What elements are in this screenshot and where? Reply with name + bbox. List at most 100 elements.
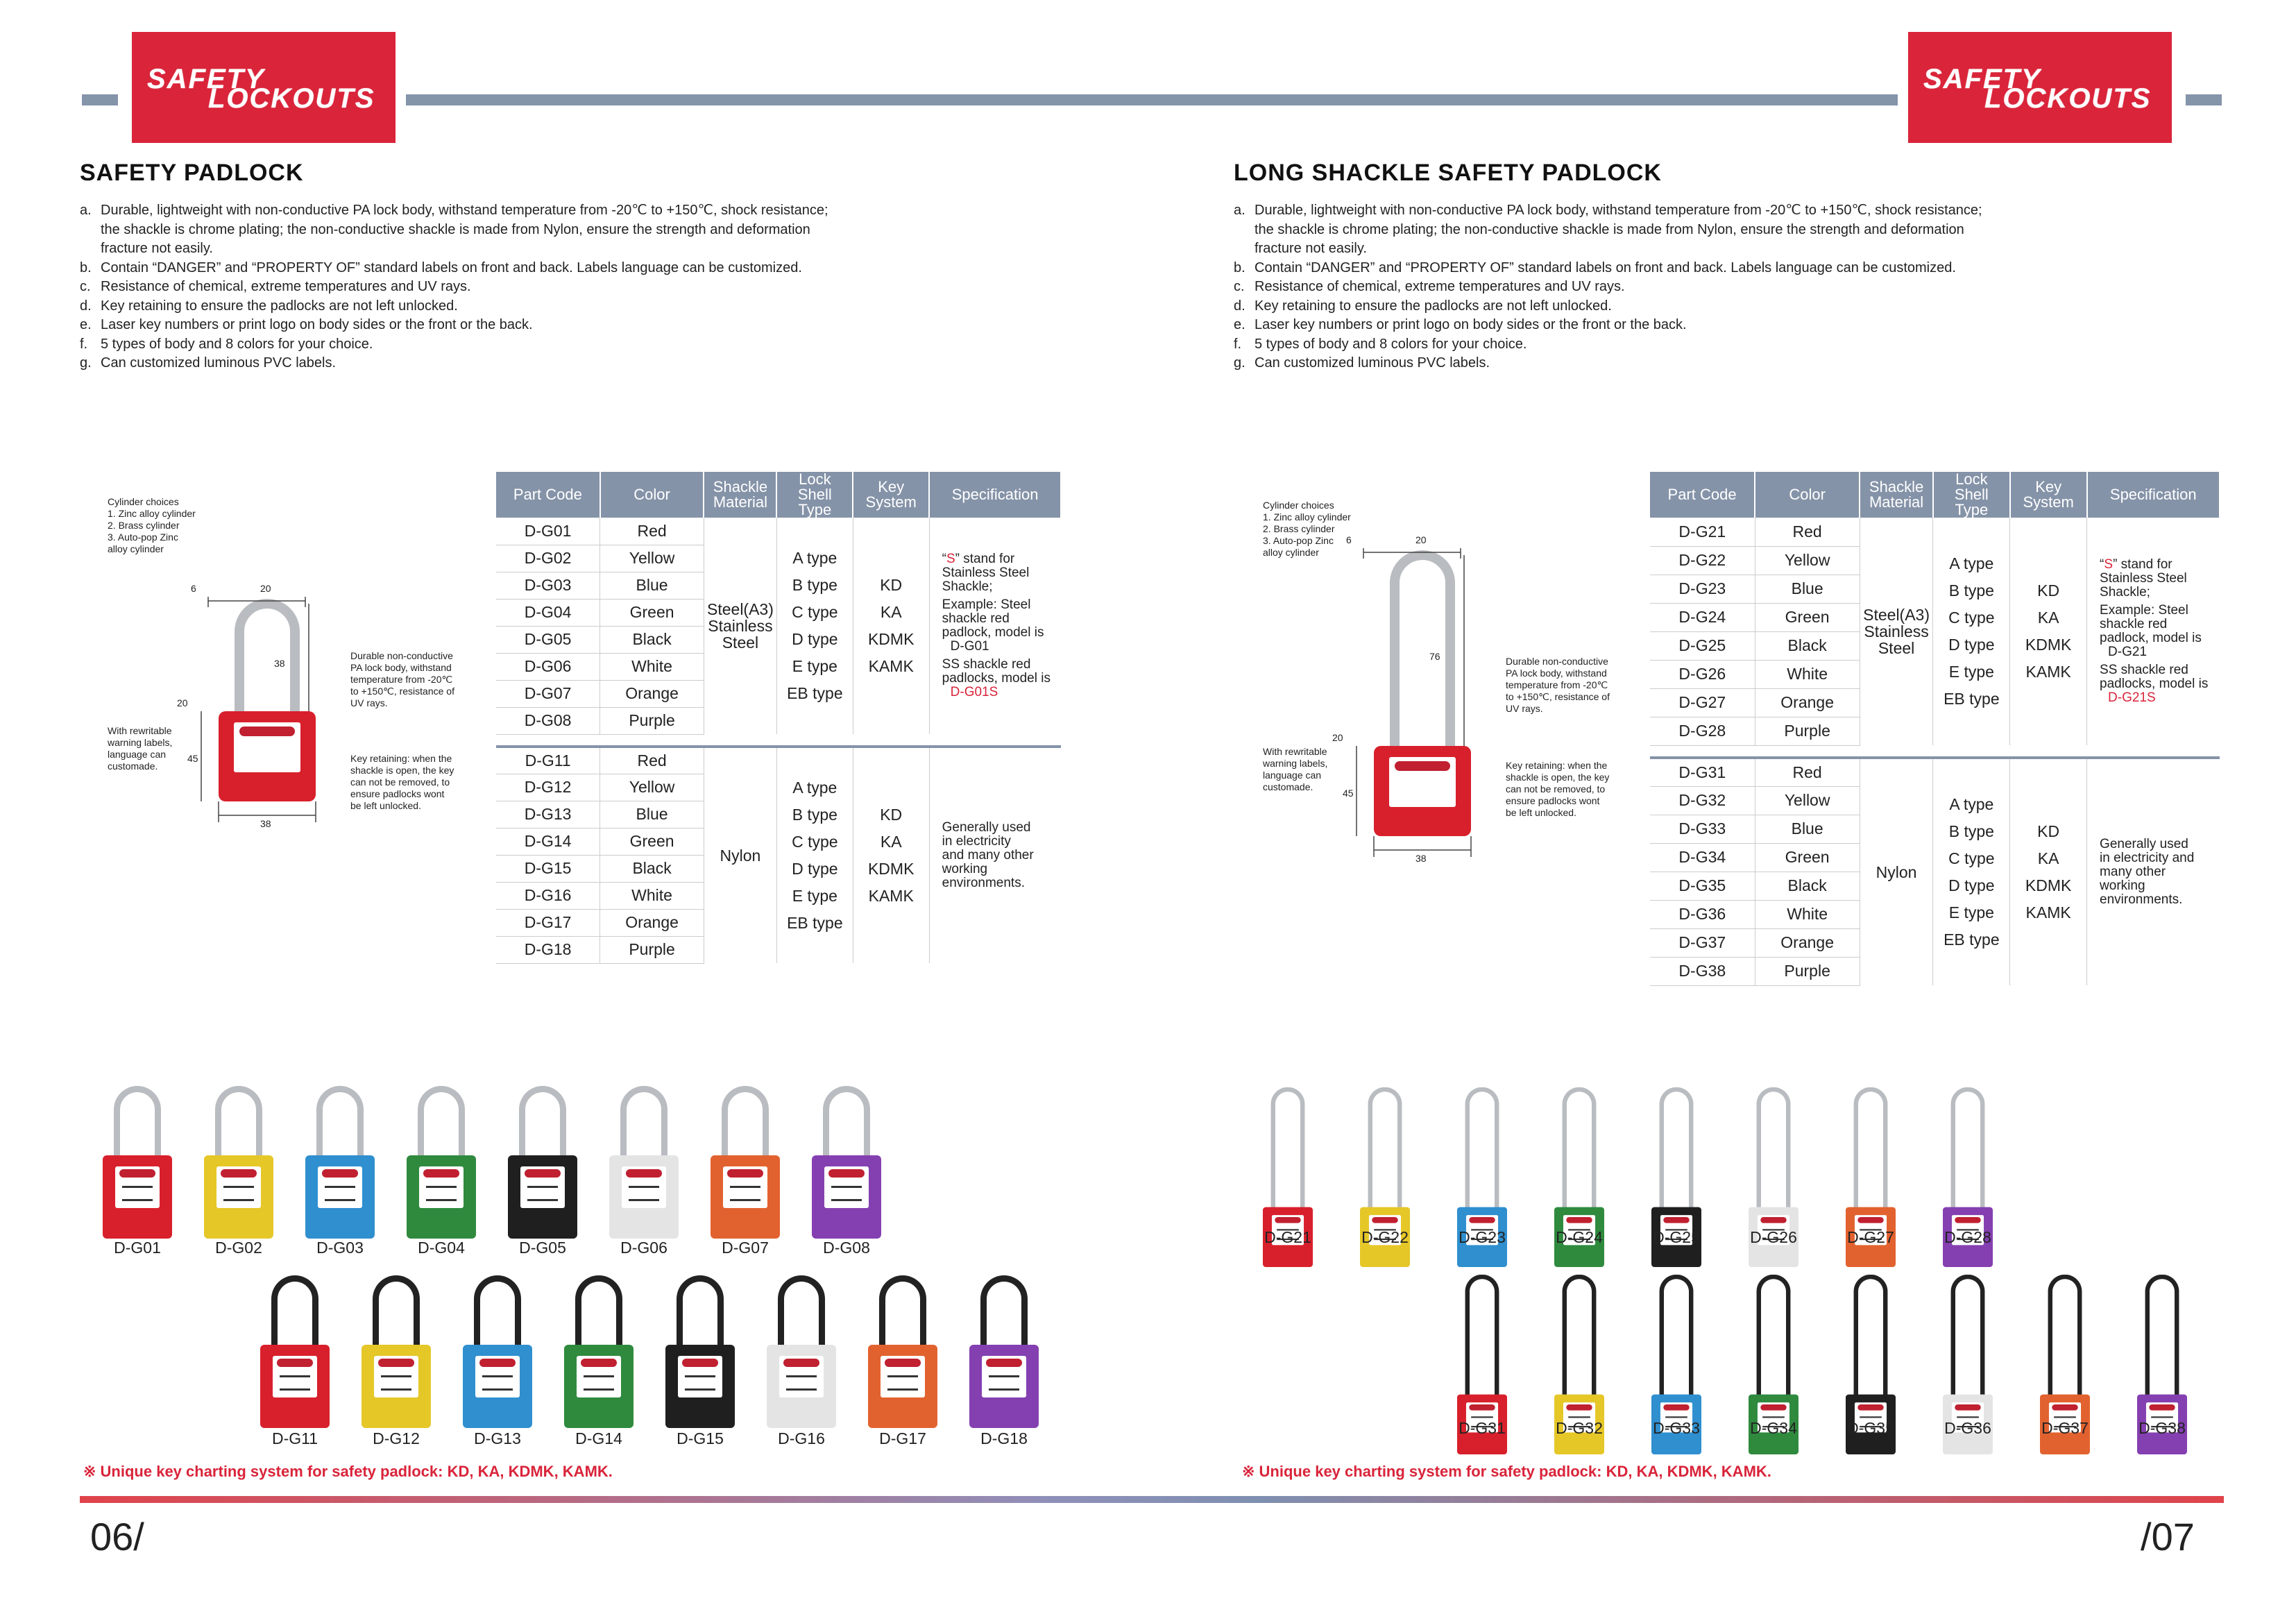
color-cell: Black: [1755, 872, 1860, 901]
padlock-blue: [305, 1086, 375, 1239]
product-caption: D-G18: [980, 1429, 1028, 1447]
product-caption: D-G31: [1459, 1419, 1506, 1437]
padlock-purple: [2137, 1274, 2187, 1454]
color-cell: White: [599, 653, 704, 681]
feature-text: Contain “DANGER” and “PROPERTY OF” stand…: [1255, 260, 1956, 275]
table-header-1: Color: [1755, 472, 1861, 518]
brand-logo-right: SAFETY LOCKOUTS: [1908, 32, 2172, 143]
dimension-label: 45: [1343, 788, 1354, 799]
shackle: [620, 1086, 667, 1190]
feature-item: b.Contain “DANGER” and “PROPERTY OF” sta…: [1234, 259, 2136, 278]
key-system: KA: [880, 603, 902, 621]
spec-line: Generally used: [942, 820, 1031, 835]
key-note-line: be left unlocked.: [1506, 807, 1576, 818]
part-code: D-G01: [496, 518, 601, 545]
padlock-green: [1749, 1274, 1798, 1454]
spec-line: Stainless Steel: [942, 566, 1030, 580]
danger-label: [374, 1356, 418, 1397]
shackle: [980, 1275, 1028, 1379]
dimension-label: 38: [260, 818, 271, 829]
shackle: [1270, 1087, 1305, 1217]
cylinder-line: 2. Brass cylinder: [1263, 523, 1335, 534]
shell-type: B type: [1948, 581, 1994, 600]
part-code: D-G08: [496, 707, 601, 735]
feature-text: Key retaining to ensure the padlocks are…: [101, 298, 458, 314]
shackle: [2048, 1274, 2082, 1404]
shackle: [114, 1086, 161, 1190]
shell-type: D type: [792, 630, 838, 648]
product-caption: D-G13: [474, 1429, 521, 1447]
part-code: D-G04: [496, 599, 601, 627]
shackle: [1562, 1274, 1597, 1404]
product-caption: D-G37: [2041, 1419, 2089, 1437]
danger-label: [678, 1356, 722, 1397]
color-cell: Yellow: [599, 774, 704, 801]
feature-text: Can customized luminous PVC labels.: [101, 355, 337, 371]
shell-type: E type: [792, 887, 837, 905]
danger-label: [1563, 1402, 1596, 1433]
danger-label: [1854, 1402, 1887, 1433]
body-note-line: Durable non-conductive: [350, 650, 453, 661]
lock-body: [609, 1155, 679, 1239]
key-system: KD: [880, 576, 903, 594]
feature-text: 5 types of body and 8 colors for your ch…: [1255, 336, 1527, 352]
key-note-line: shackle is open, the key: [350, 765, 454, 776]
danger-label: [1271, 1215, 1304, 1246]
spec-line: and many other: [942, 848, 1034, 863]
key-system: KD: [2037, 581, 2060, 600]
label-note-line: With rewritable: [1263, 746, 1327, 757]
body-note-line: to +150℃, resistance of: [1506, 691, 1610, 702]
shackle: [418, 1086, 465, 1190]
feature-list-left: a.Durable, lightweight with non-conducti…: [80, 201, 982, 373]
lock-body: [103, 1155, 172, 1239]
page-title-left: SAFETY PADLOCK: [80, 160, 304, 186]
shackle: [722, 1086, 769, 1190]
shell-type: E type: [792, 657, 837, 675]
shackle: [1950, 1087, 1985, 1217]
lock-body: [1651, 1207, 1701, 1267]
padlock-red: [1263, 1087, 1313, 1267]
shackle: [778, 1275, 825, 1379]
color-cell: Green: [599, 828, 704, 856]
key-note-line: Key retaining: when the: [350, 753, 452, 764]
padlock-blue: [1457, 1087, 1507, 1267]
spec-s: S: [946, 552, 955, 566]
lock-body: [812, 1155, 881, 1239]
spec-line: D-G21: [2108, 645, 2148, 659]
key-system: KA: [2037, 609, 2059, 627]
feature-text: Durable, lightweight with non-conductive…: [1255, 203, 1982, 218]
danger-label: [881, 1356, 925, 1397]
danger-label: [1660, 1402, 1693, 1433]
danger-label: [779, 1356, 824, 1397]
feature-item: d.Key retaining to ensure the padlocks a…: [80, 297, 982, 316]
danger-label: [1368, 1215, 1402, 1246]
lock-body: [711, 1155, 780, 1239]
brand-line2: LOCKOUTS: [208, 83, 375, 114]
feature-item: g.Can customized luminous PVC labels.: [80, 354, 982, 373]
lock-body: [1749, 1394, 1798, 1454]
table-header-5: Specification: [929, 472, 1062, 518]
padlock-purple: [1943, 1087, 1993, 1267]
body-note-line: temperature from -20℃: [350, 674, 453, 685]
feature-text: Durable, lightweight with non-conductive…: [101, 203, 828, 218]
color-cell: Purple: [1755, 717, 1860, 746]
lock-body: [1943, 1394, 1993, 1454]
padlock-black: [1651, 1087, 1701, 1267]
feature-text: fracture not easily.: [1255, 241, 1367, 256]
danger-label: [723, 1166, 767, 1208]
product-caption: D-G28: [1944, 1228, 1991, 1246]
label-note-line: customade.: [1263, 781, 1313, 792]
label-note-line: warning labels,: [108, 737, 173, 748]
color-cell: White: [599, 882, 704, 910]
